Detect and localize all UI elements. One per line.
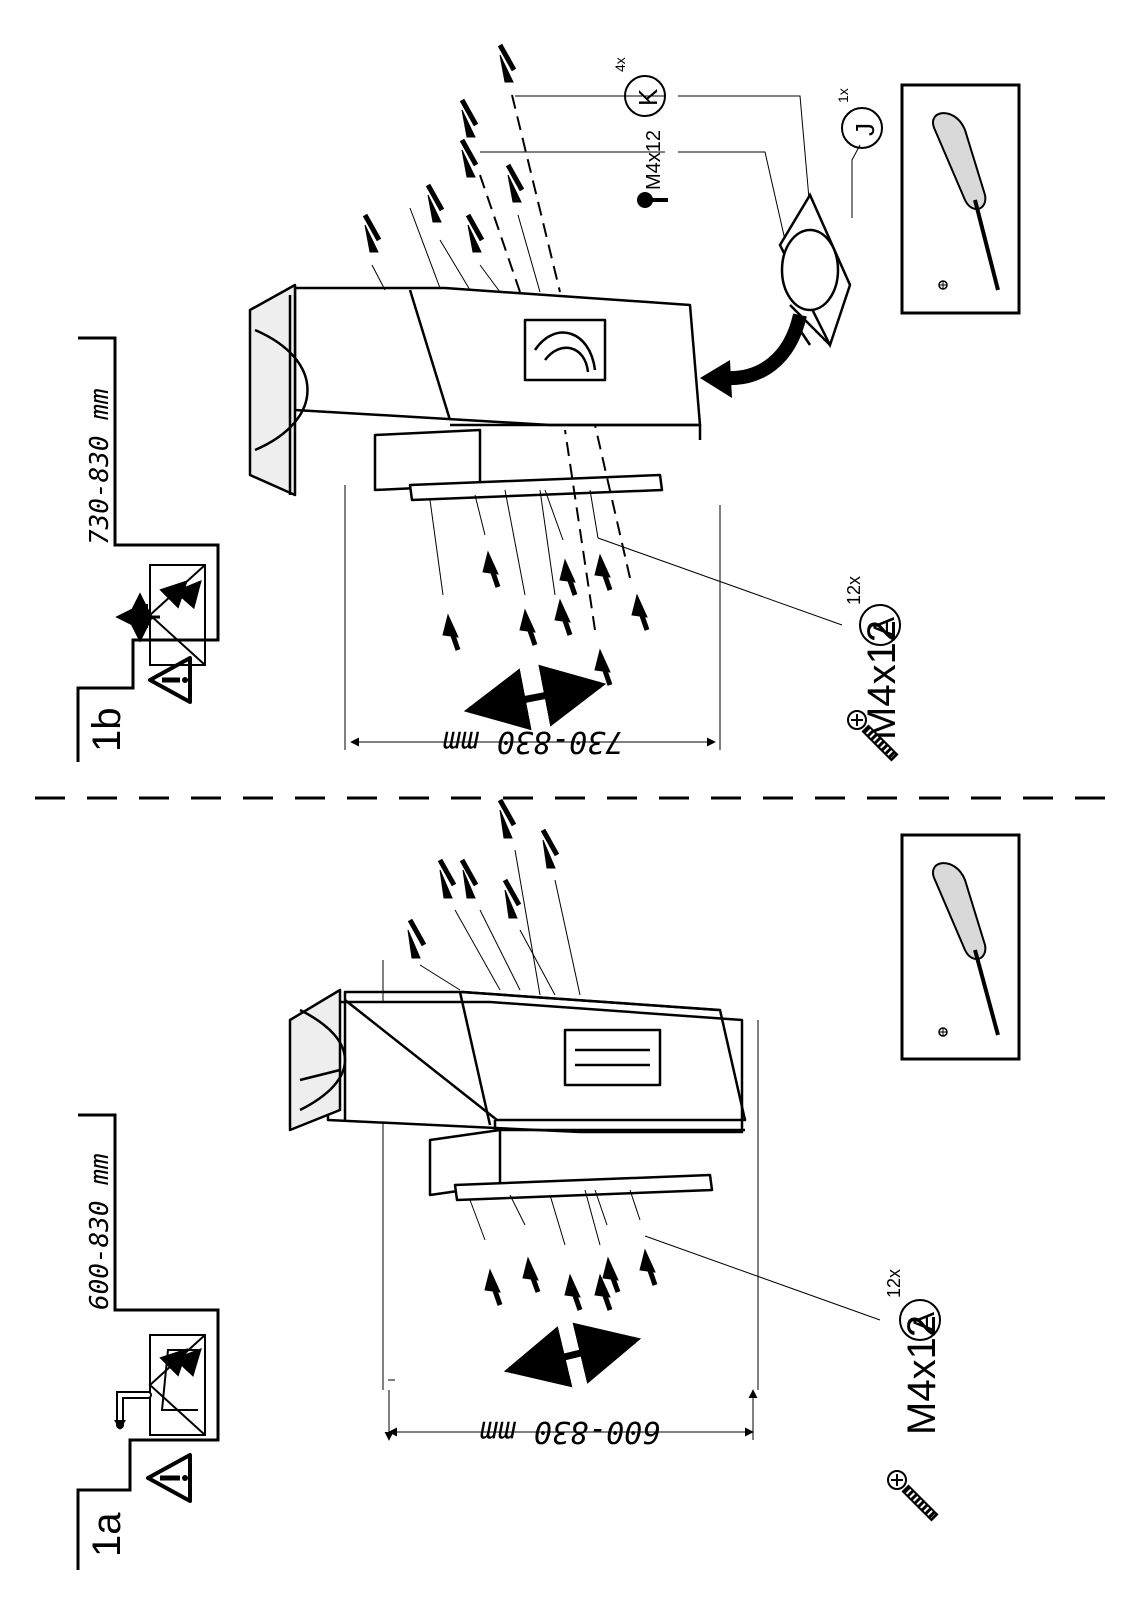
step-label-1a: 1a <box>85 1512 129 1557</box>
screws-top-1b <box>362 43 561 293</box>
range-label-1a: 600-830 mm <box>85 1153 115 1310</box>
part-callout-a-1b: M4x12 A 12x <box>597 537 904 740</box>
range-label-1b: 730-830 mm <box>85 388 115 545</box>
part-qty-1b: 12x <box>844 576 864 605</box>
adjust-double-arrow-1a <box>503 1322 642 1388</box>
dimension-label-1a: 600-830 mm <box>480 1414 661 1449</box>
step-label-1b: 1b <box>85 708 129 753</box>
chimney-adjust-icon <box>114 1334 206 1436</box>
step-label-box-1b: 1b 730-830 mm <box>76 336 220 762</box>
part-callout-k-1b: M4x12 K 4x <box>480 57 811 241</box>
two-person-icon <box>159 579 202 610</box>
part-qty-1a: 12x <box>884 1269 904 1298</box>
part-letter-j: J <box>850 123 880 136</box>
dimension-line-1b: 730-830 mm <box>344 485 721 759</box>
part-qty-j: 1x <box>835 88 851 103</box>
part-qty-k: 4x <box>612 57 628 72</box>
screw-icon <box>887 1470 939 1522</box>
chimney-body-1b <box>248 283 702 502</box>
panel-1a: 1a 600-830 mm <box>76 798 1021 1570</box>
screw-spec-k: M4x12 <box>643 130 665 190</box>
part-letter-k: K <box>633 88 663 106</box>
screwdriver-icon <box>900 83 1021 315</box>
part-callout-a-1a: M4x12 A 12x <box>644 1235 944 1435</box>
flange-part-icon <box>778 192 852 349</box>
two-person-icon <box>159 1348 202 1377</box>
screwdriver-icon <box>900 833 1021 1061</box>
part-letter-1b: A <box>868 617 901 637</box>
adjust-double-arrow-1b <box>463 664 607 731</box>
screw-icon <box>847 710 899 762</box>
dimension-line-1a: 600-830 mm <box>382 960 759 1449</box>
part-callout-j-1b: J 1x <box>835 88 883 218</box>
part-letter-1a: A <box>908 1312 941 1332</box>
warning-triangle-icon <box>148 656 192 704</box>
chimney-adjust-icon <box>115 564 206 666</box>
warning-triangle-icon <box>146 1453 192 1503</box>
chimney-body-1a <box>288 988 747 1202</box>
step-label-box-1a: 1a 600-830 mm <box>76 1113 220 1570</box>
screws-top-1a <box>407 798 581 996</box>
dimension-label-1b: 730-830 mm <box>443 724 624 759</box>
panel-1b: 1b 730-830 mm 730-830 mm <box>76 43 1021 762</box>
insert-arrow-1b <box>700 313 807 398</box>
screws-bottom-1a <box>469 1189 658 1311</box>
